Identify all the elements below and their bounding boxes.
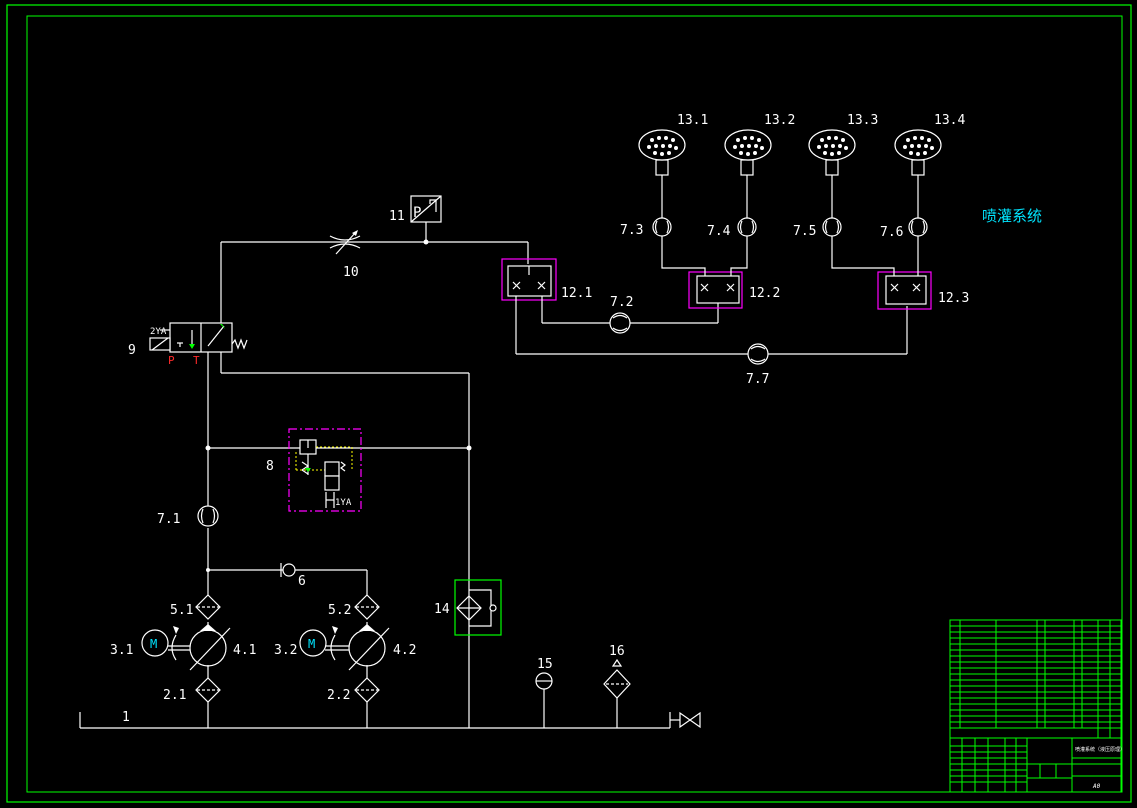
flowmeter-7-1	[197, 448, 219, 527]
sprinkler-13-4-icon	[894, 129, 942, 176]
solenoid-2ya: 2YA	[150, 327, 167, 337]
label-3-1: 3.1	[110, 643, 133, 658]
pump-group-1	[141, 528, 231, 728]
label-7-2: 7.2	[610, 295, 633, 310]
label-7-4: 7.4	[707, 224, 731, 239]
filter-5-2-icon	[354, 594, 380, 620]
flowmeter-7-7-icon	[747, 343, 769, 365]
drawing-name: 喷灌系统（液压原理）	[1075, 746, 1125, 753]
solenoid-1ya: 1YA	[335, 498, 352, 508]
tank-line	[79, 711, 701, 729]
flowmeter-7-5-icon	[822, 217, 842, 237]
throttle-valve-10-icon	[329, 230, 361, 255]
label-1: 1	[122, 710, 130, 725]
relief-valve-8	[288, 428, 362, 512]
label-15: 15	[537, 657, 553, 672]
label-12-3: 12.3	[938, 291, 969, 306]
label-13-3: 13.3	[847, 113, 878, 128]
directional-valve-9	[149, 242, 248, 353]
valve-block-12-2	[688, 271, 743, 309]
port-t: T	[193, 354, 200, 367]
filter-2-2-icon	[354, 677, 380, 703]
motor-3-1-icon	[141, 629, 169, 657]
flowmeter-7-2-icon	[609, 312, 631, 334]
label-9: 9	[128, 343, 136, 358]
label-16: 16	[609, 644, 625, 659]
motor-3-2-symbol: M	[308, 637, 315, 651]
gauge-11-symbol: P	[413, 205, 421, 221]
label-8: 8	[266, 459, 274, 474]
label-4-1: 4.1	[233, 643, 256, 658]
label-7-3: 7.3	[620, 223, 643, 238]
inner-frame	[26, 15, 1123, 793]
label-14: 14	[434, 602, 450, 617]
label-7-5: 7.5	[793, 224, 816, 239]
label-7-6: 7.6	[880, 225, 903, 240]
motor-3-1-symbol: M	[150, 637, 157, 651]
pressure-gauge-11	[410, 195, 442, 223]
label-5-2: 5.2	[328, 603, 351, 618]
valve-block-12-1	[501, 258, 557, 301]
heat-exchanger-14	[454, 579, 502, 636]
outer-frame	[6, 4, 1132, 803]
label-12-2: 12.2	[749, 286, 780, 301]
title-block: 喷灌系统（液压原理） A0	[949, 619, 1125, 793]
sprinkler-13-3-icon	[808, 129, 856, 176]
label-13-1: 13.1	[677, 113, 708, 128]
label-11: 11	[389, 209, 405, 224]
label-3-2: 3.2	[274, 643, 297, 658]
label-12-1: 12.1	[561, 286, 592, 301]
drain-valve-icon	[679, 711, 701, 729]
flowmeter-7-3-icon	[652, 217, 672, 237]
pump-4-2-icon	[348, 629, 386, 667]
flowmeter-7-6-icon	[908, 217, 928, 237]
label-5-1: 5.1	[170, 603, 193, 618]
label-7-7: 7.7	[746, 372, 769, 387]
check-valve-6-icon	[282, 563, 296, 577]
pump-4-1-icon	[189, 629, 227, 667]
air-filter-16-icon	[603, 658, 631, 728]
pump-group-2	[299, 570, 390, 728]
filter-5-1-icon	[195, 594, 221, 620]
motor-3-2-icon	[299, 629, 327, 657]
label-13-4: 13.4	[934, 113, 965, 128]
filter-2-1-icon	[195, 677, 221, 703]
drawing-scale: A0	[1092, 783, 1101, 790]
sprinkler-13-1-icon	[638, 129, 686, 176]
valve-block-12-3	[877, 271, 932, 310]
label-13-2: 13.2	[764, 113, 795, 128]
label-7-1: 7.1	[157, 512, 180, 527]
label-2-2: 2.2	[327, 688, 350, 703]
label-4-2: 4.2	[393, 643, 416, 658]
sprinkler-13-2-icon	[724, 129, 772, 176]
check-valve-6	[206, 563, 367, 577]
label-6: 6	[298, 574, 306, 589]
port-p: P	[168, 354, 175, 367]
label-10: 10	[343, 265, 359, 280]
level-gauge-15-icon	[535, 672, 553, 728]
flowmeter-7-4-icon	[737, 217, 757, 237]
system-title: 喷灌系统	[982, 207, 1042, 225]
label-2-1: 2.1	[163, 688, 186, 703]
